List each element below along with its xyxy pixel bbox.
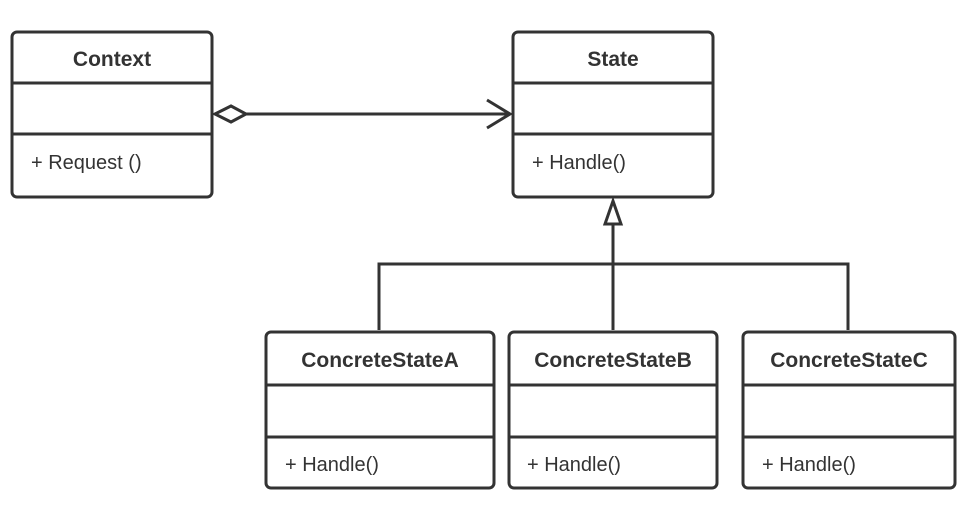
class-concrete-state-c: ConcreteStateC + Handle(): [741, 330, 957, 490]
aggregation-context-state: [211, 98, 513, 130]
aggregation-diamond: [211, 104, 250, 124]
class-operation: + Handle(): [527, 454, 621, 476]
class-operation: + Handle(): [532, 152, 626, 174]
inheritance-branch-a: [377, 262, 613, 330]
class-name: ConcreteStateB: [534, 349, 692, 372]
class-box: [10, 30, 214, 199]
class-operation: + Request (): [31, 152, 142, 174]
class-box: [264, 330, 496, 490]
inheritance-triangle: [602, 196, 624, 226]
class-concrete-state-a: ConcreteStateA + Handle(): [264, 330, 496, 490]
class-concrete-state-b: ConcreteStateB + Handle(): [507, 330, 719, 490]
class-name: ConcreteStateA: [301, 349, 459, 372]
class-operation: + Handle(): [285, 454, 379, 476]
class-box: [741, 330, 957, 490]
class-name: Context: [73, 48, 151, 71]
generalization-tree: [377, 196, 850, 330]
class-state: State + Handle(): [511, 30, 715, 199]
class-name: ConcreteStateC: [770, 349, 928, 372]
class-box: [507, 330, 719, 490]
class-context: Context + Request (): [10, 30, 214, 199]
class-name: State: [587, 48, 638, 71]
inheritance-branch-c: [613, 262, 850, 330]
class-operation: + Handle(): [762, 454, 856, 476]
navigability-arrowhead: [486, 98, 513, 130]
class-box: [511, 30, 715, 199]
